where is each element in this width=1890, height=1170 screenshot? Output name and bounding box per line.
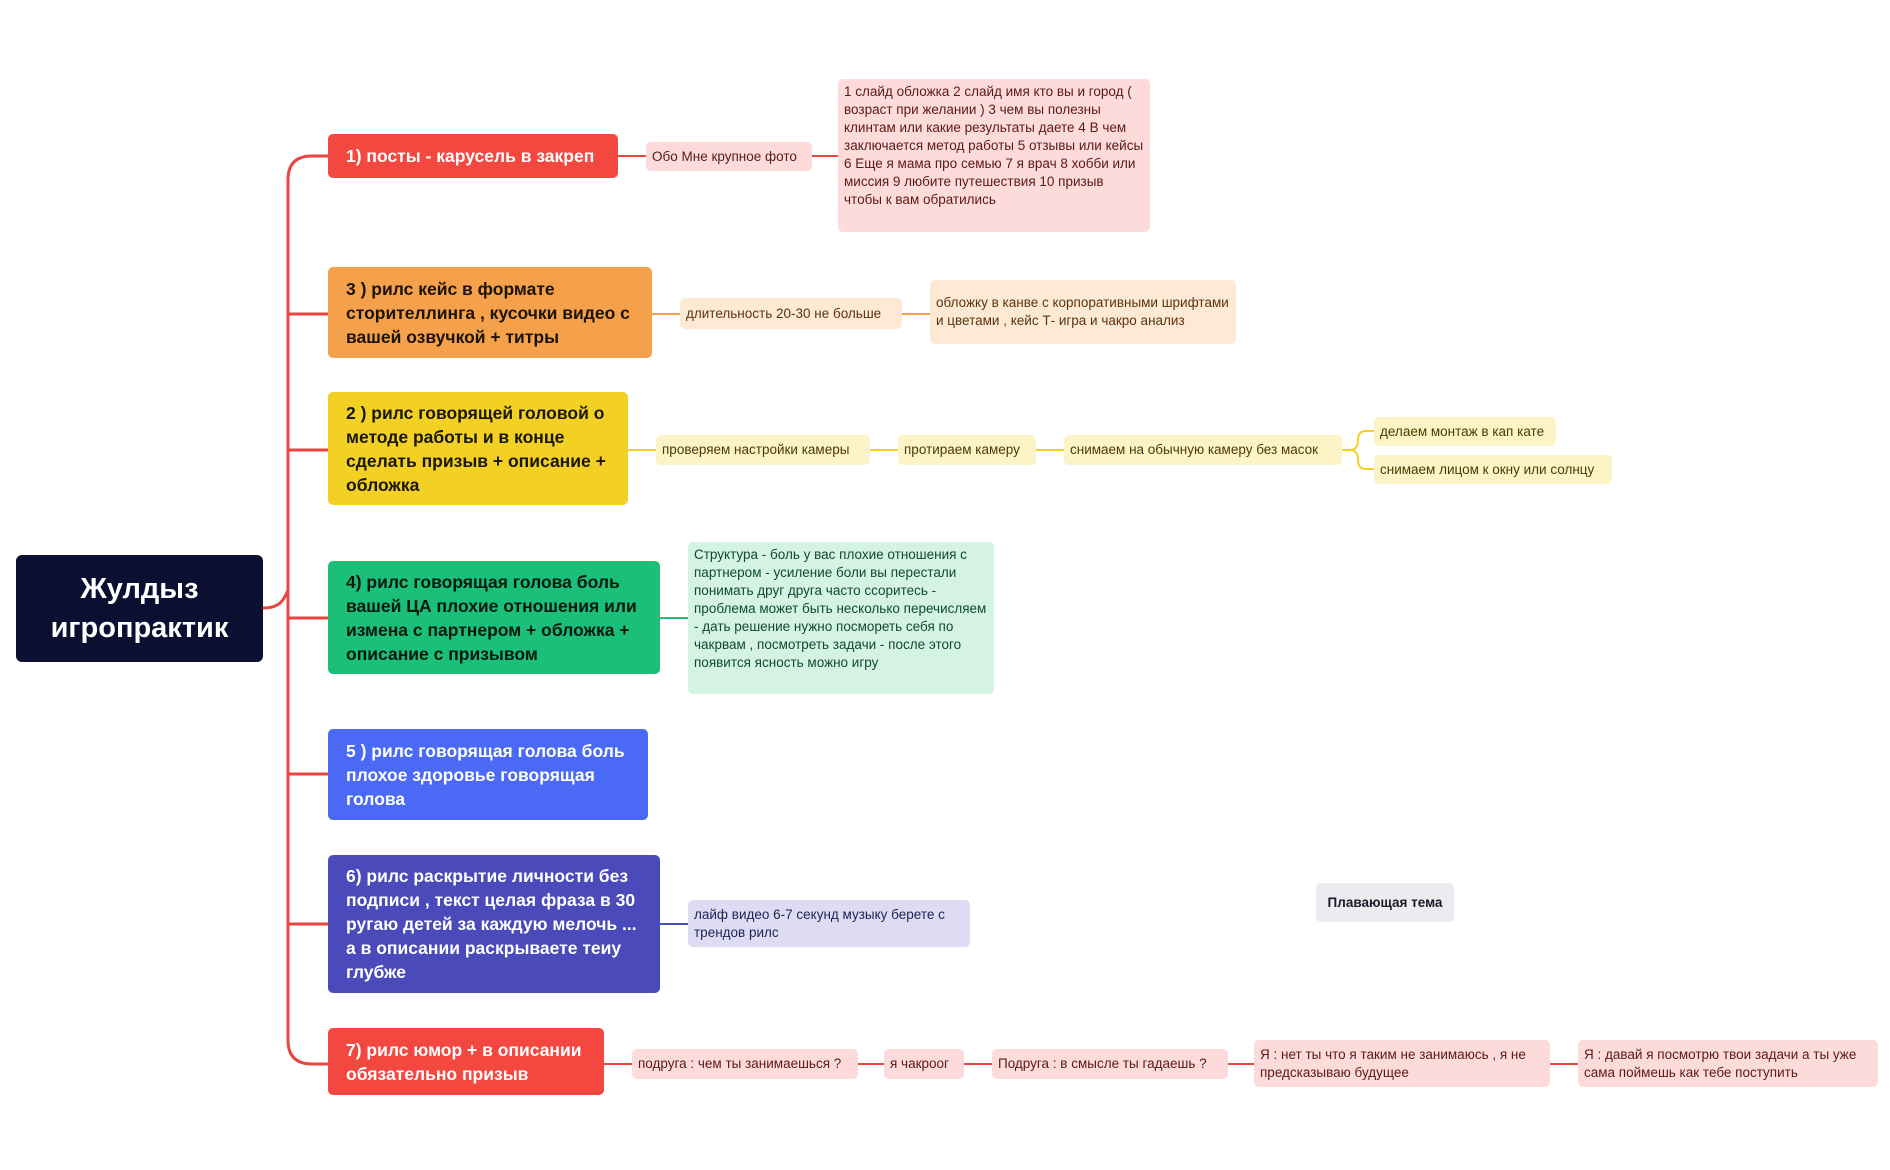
subtopic-check-camera-settings[interactable]: проверяем настройки камеры xyxy=(656,435,870,465)
topic-reels-humor[interactable]: 7) рилс юмор + в описании обязательно пр… xyxy=(328,1028,604,1095)
subtopic-label: снимаем лицом к окну или солнцу xyxy=(1380,461,1595,477)
subtopic-label: протираем камеру xyxy=(904,442,1020,457)
root-topic[interactable]: Жулдыз игропрактик xyxy=(16,555,263,662)
subtopic-label: делаем монтаж в кап кате xyxy=(1380,423,1545,439)
subtopic-label: обложку в канве с корпоративными шрифтам… xyxy=(936,295,1229,328)
topic-reels-case-storytelling[interactable]: 3 ) рилс кейс в формате сторителлинга , … xyxy=(328,267,652,358)
subtopic-look-at-tasks[interactable]: Я : давай я посмотрю твои задачи а ты уж… xyxy=(1578,1040,1878,1087)
subtopic-label: Подруга : в смысле ты гадаешь ? xyxy=(998,1056,1207,1071)
subtopic-chakra-reply[interactable]: я чакроог xyxy=(884,1049,964,1079)
subtopic-friend-question[interactable]: подруга : чем ты занимаешься ? xyxy=(632,1049,858,1079)
subtopic-label: Структура - боль у вас плохие отношения … xyxy=(694,547,987,670)
subtopic-life-video[interactable]: лайф видео 6-7 секунд музыку берете с тр… xyxy=(688,900,970,947)
subtopic-slides-list[interactable]: 1 слайд обложка 2 слайд имя кто вы и гор… xyxy=(838,79,1150,232)
topic-label: 3 ) рилс кейс в формате сторителлинга , … xyxy=(346,278,630,347)
subtopic-regular-camera[interactable]: снимаем на обычную камеру без масок xyxy=(1064,435,1342,465)
subtopic-structure[interactable]: Структура - боль у вас плохие отношения … xyxy=(688,542,994,694)
subtopic-label: проверяем настройки камеры xyxy=(662,442,850,457)
topic-reels-pain-health[interactable]: 5 ) рилс говорящая голова боль плохое зд… xyxy=(328,729,648,820)
topic-label: 4) рилс говорящая голова боль вашей ЦА п… xyxy=(346,571,637,664)
subtopic-label: Я : давай я посмотрю твои задачи а ты уж… xyxy=(1584,1046,1857,1080)
main-connector xyxy=(262,154,328,1066)
floating-topic-label: Плавающая тема xyxy=(1327,895,1443,910)
subtopic-label: я чакроог xyxy=(890,1056,949,1071)
topic-label: 6) рилс раскрытие личности без подписи ,… xyxy=(346,866,637,982)
root-label: Жулдыз игропрактик xyxy=(50,572,229,644)
subtopic-edit-capcut[interactable]: делаем монтаж в кап кате xyxy=(1374,417,1556,446)
floating-topic[interactable]: Плавающая тема xyxy=(1316,883,1454,922)
subtopic-face-window[interactable]: снимаем лицом к окну или солнцу xyxy=(1374,455,1612,484)
topic-label: 5 ) рилс говорящая голова боль плохое зд… xyxy=(346,740,625,809)
topic-reels-pain-relationships[interactable]: 4) рилс говорящая голова боль вашей ЦА п… xyxy=(328,561,660,674)
subtopic-friend-fortune[interactable]: Подруга : в смысле ты гадаешь ? xyxy=(992,1049,1228,1079)
subtopic-wipe-camera[interactable]: протираем камеру xyxy=(898,435,1036,465)
subtopic-duration[interactable]: длительность 20-30 не больше xyxy=(680,298,902,329)
topic-label: 7) рилс юмор + в описании обязательно пр… xyxy=(346,1039,582,1084)
subtopic-about-me-photo[interactable]: Обо Мне крупное фото xyxy=(646,142,812,171)
topic-label: 2 ) рилс говорящей головой о методе рабо… xyxy=(346,402,606,495)
subtopic-cover-canva[interactable]: обложку в канве с корпоративными шрифтам… xyxy=(930,280,1236,344)
subtopic-label: подруга : чем ты занимаешься ? xyxy=(638,1056,842,1071)
subtopic-label: лайф видео 6-7 секунд музыку берете с тр… xyxy=(694,906,945,940)
topic-reels-personality[interactable]: 6) рилс раскрытие личности без подписи ,… xyxy=(328,855,660,993)
topic-label: 1) посты - карусель в закреп xyxy=(346,146,595,166)
subtopic-label: снимаем на обычную камеру без масок xyxy=(1070,442,1319,457)
subtopic-label: длительность 20-30 не больше xyxy=(686,305,882,321)
subtopic-label: 1 слайд обложка 2 слайд имя кто вы и гор… xyxy=(844,84,1144,207)
topic-reels-talking-head-method[interactable]: 2 ) рилс говорящей головой о методе рабо… xyxy=(328,392,628,505)
subtopic-label: Я : нет ты что я таким не занимаюсь , я … xyxy=(1260,1046,1526,1080)
subtopic-no-predictions[interactable]: Я : нет ты что я таким не занимаюсь , я … xyxy=(1254,1040,1550,1087)
topic-posts-carousel[interactable]: 1) посты - карусель в закреп xyxy=(328,134,618,178)
subtopic-label: Обо Мне крупное фото xyxy=(652,148,797,164)
